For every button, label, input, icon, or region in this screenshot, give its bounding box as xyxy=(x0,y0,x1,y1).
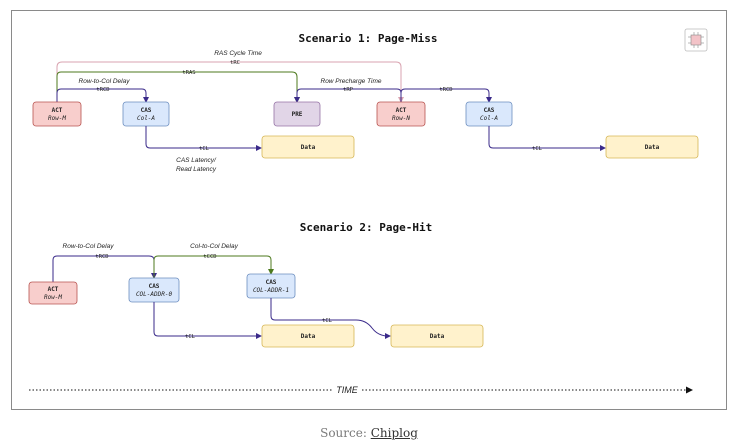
data-box-1: Data xyxy=(261,135,355,159)
row-to-col-annotation-1: Row-to-Col Delay xyxy=(79,78,131,85)
tcl-label-2: tCL xyxy=(532,146,543,152)
source-caption: Source: Chiplog xyxy=(0,426,738,440)
tcl-arrow-1 xyxy=(145,126,262,151)
trcd-arrow-2 xyxy=(400,88,492,103)
row-to-col-annotation-2: Row-to-Col Delay xyxy=(63,243,115,250)
act-box-row-n: ACT Row-N xyxy=(376,101,426,127)
scenario1-title: Scenario 1: Page-Miss xyxy=(298,32,437,45)
svg-text:Data: Data xyxy=(301,333,316,340)
svg-text:Data: Data xyxy=(301,144,316,151)
svg-text:Row-N: Row-N xyxy=(392,115,410,122)
pre-box: PRE xyxy=(273,101,321,127)
col-to-col-annotation: Col-to-Col Delay xyxy=(190,243,238,250)
cas-box-col-addr-0: CAS COL-ADDR-0 xyxy=(128,277,180,303)
tccd-label: tCCD xyxy=(203,254,216,260)
tcl-label-s2-1: tCL xyxy=(185,334,196,340)
svg-text:ACT: ACT xyxy=(48,286,59,293)
svg-text:PRE: PRE xyxy=(292,111,303,118)
scenario2-title: Scenario 2: Page-Hit xyxy=(300,221,432,234)
svg-text:Data: Data xyxy=(430,333,445,340)
svg-text:ACT: ACT xyxy=(396,107,407,114)
source-link[interactable]: Chiplog xyxy=(370,426,418,440)
cas-box-col-a-2: CAS Col-A xyxy=(465,101,513,127)
tras-arrow xyxy=(56,71,300,103)
tcl-arrow-s2-1 xyxy=(153,302,262,339)
tras-label: tRAS xyxy=(182,70,195,76)
tcl-label-s2-2: tCL xyxy=(322,318,333,324)
svg-text:ACT: ACT xyxy=(52,107,63,114)
diagram-frame xyxy=(11,10,727,410)
trp-label: tRP xyxy=(343,87,354,93)
svg-text:COL-ADDR-0: COL-ADDR-0 xyxy=(136,291,173,298)
cas-latency-annotation-2: Read Latency xyxy=(176,166,217,173)
svg-text:Data: Data xyxy=(645,144,660,151)
tccd-arrow xyxy=(153,255,274,278)
svg-text:Col-A: Col-A xyxy=(137,115,155,122)
act-box-row-m: ACT Row-M xyxy=(32,101,82,127)
svg-text:CAS: CAS xyxy=(266,279,277,286)
svg-text:Row-M: Row-M xyxy=(44,294,62,301)
tcl-label-1: tCL xyxy=(199,146,210,152)
cas-latency-annotation-1: CAS Latency/ xyxy=(176,157,217,164)
time-axis-label: TIME xyxy=(336,385,358,395)
act-box-s2: ACT Row-M xyxy=(28,281,78,305)
ras-cycle-annotation: RAS Cycle Time xyxy=(214,50,262,57)
caption-prefix: Source: xyxy=(320,426,371,440)
svg-text:CAS: CAS xyxy=(149,283,160,290)
tcl-arrow-2 xyxy=(488,126,606,151)
tcl-arrow-s2-2 xyxy=(270,298,391,339)
svg-text:COL-ADDR-1: COL-ADDR-1 xyxy=(253,287,289,294)
svg-text:CAS: CAS xyxy=(484,107,495,114)
svg-text:CAS: CAS xyxy=(141,107,152,114)
row-precharge-annotation: Row Precharge Time xyxy=(321,78,382,85)
trcd-label-s2: tRCD xyxy=(95,254,108,260)
cas-box-col-a: CAS Col-A xyxy=(122,101,170,127)
trcd-label-2: tRCD xyxy=(439,87,452,93)
chip-logo-icon xyxy=(684,28,708,52)
trc-arrow xyxy=(56,61,404,103)
data-box-2: Data xyxy=(605,135,699,159)
svg-text:Row-M: Row-M xyxy=(48,115,66,122)
trcd-arrow-1 xyxy=(56,88,149,103)
data-box-s2-1: Data xyxy=(261,324,355,348)
cas-box-col-addr-1: CAS COL-ADDR-1 xyxy=(246,273,296,299)
trcd-label-1: tRCD xyxy=(96,87,109,93)
svg-text:Col-A: Col-A xyxy=(480,115,498,122)
data-box-s2-2: Data xyxy=(390,324,484,348)
trc-label: tRC xyxy=(230,60,240,66)
